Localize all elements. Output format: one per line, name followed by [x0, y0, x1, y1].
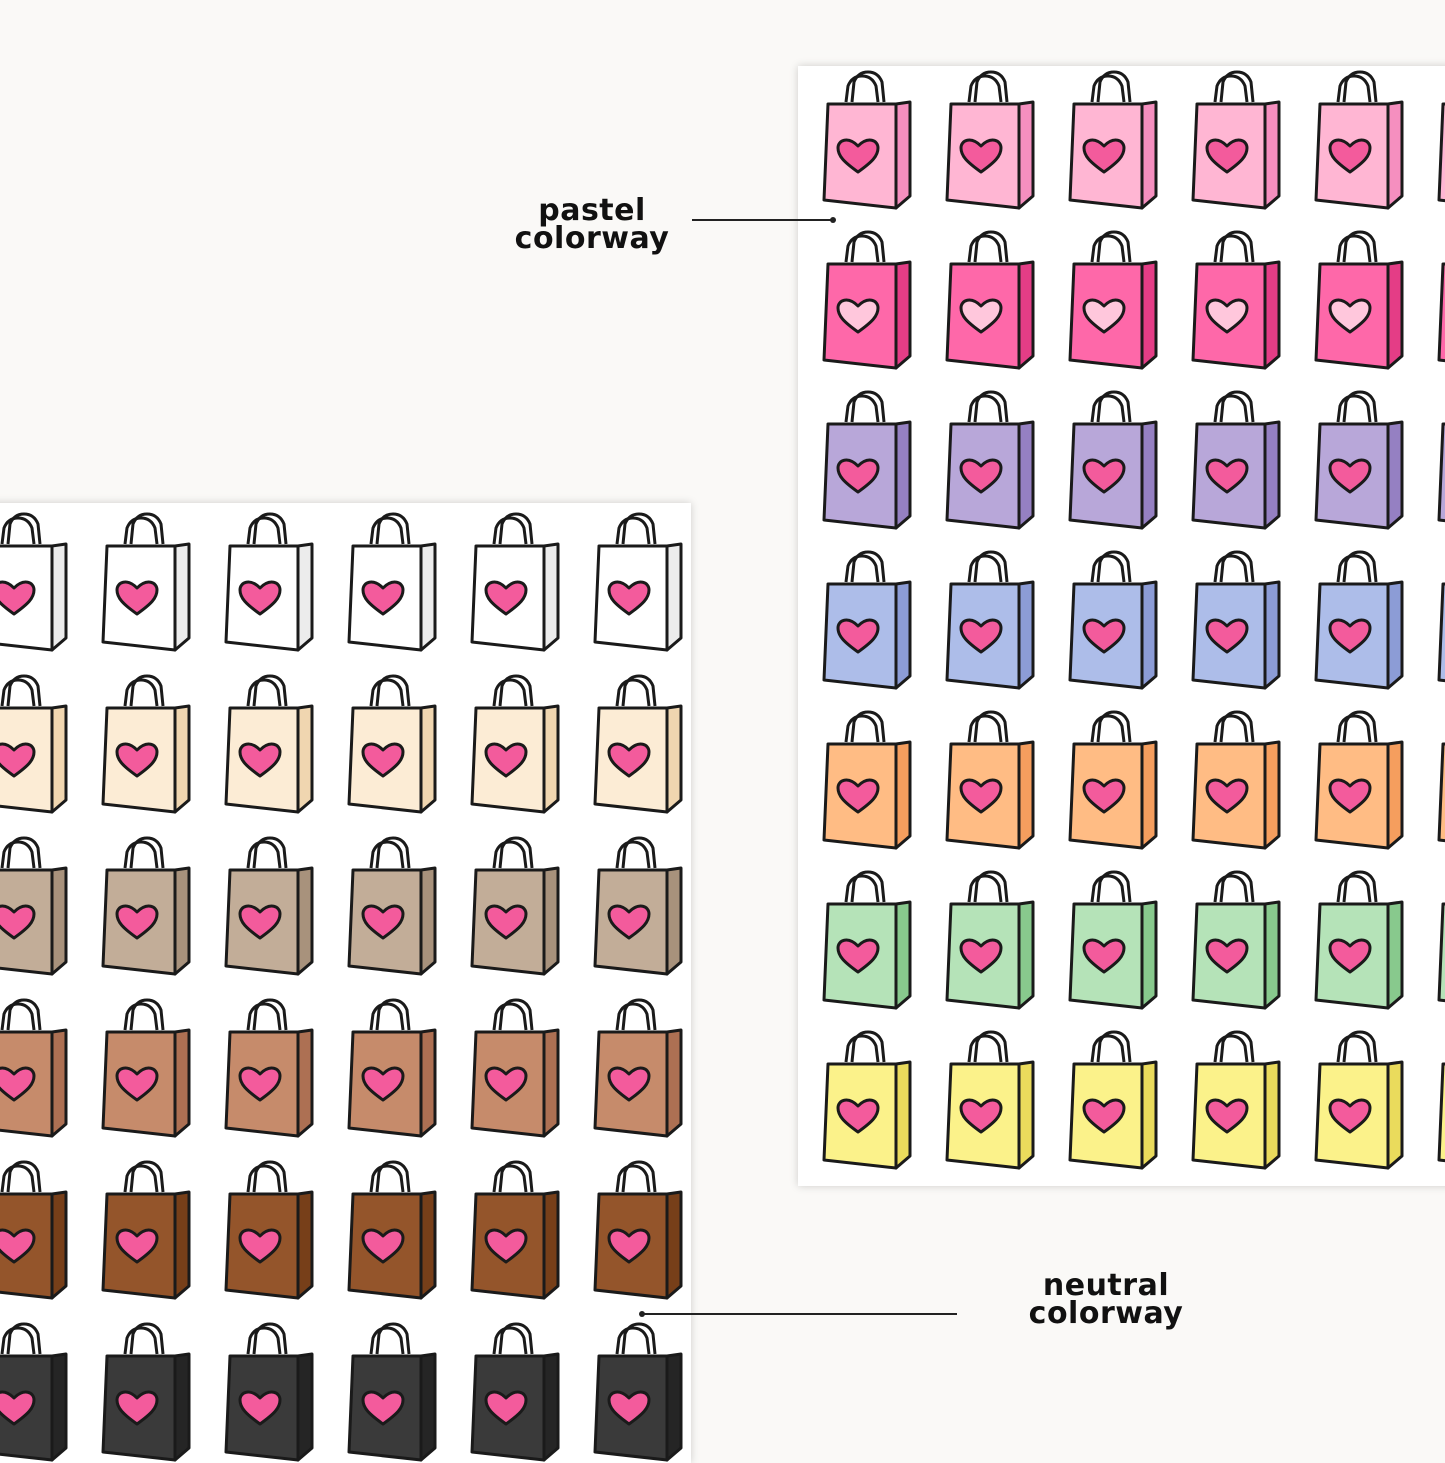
pastel-leader-line: [692, 219, 832, 221]
neutral-tan-bag-icon: [341, 996, 445, 1142]
neutral-black-bag-icon: [341, 1320, 445, 1463]
neutral-colorway-label: neutral colorway: [1020, 1268, 1192, 1331]
pastel-peach-bag-icon: [939, 708, 1043, 854]
pastel-light-pink-bag-icon: [1308, 68, 1412, 214]
pastel-periwinkle-bag-icon: [1062, 548, 1166, 694]
neutral-brown-bag-icon: [218, 1158, 322, 1304]
pastel-lemon-bag-icon: [816, 1028, 920, 1174]
neutral-white-bag-icon: [464, 510, 568, 656]
neutral-leader-dot: [639, 1311, 645, 1317]
neutral-cream-bag-icon: [464, 672, 568, 818]
pastel-lemon-bag-icon: [1185, 1028, 1289, 1174]
pastel-lemon-bag-icon: [1431, 1028, 1445, 1174]
neutral-tan-bag-icon: [0, 996, 76, 1142]
neutral-brown-bag-icon: [464, 1158, 568, 1304]
neutral-leader-line: [643, 1313, 957, 1315]
pastel-light-pink-bag-icon: [1062, 68, 1166, 214]
neutral-black-bag-icon: [95, 1320, 199, 1463]
neutral-black-bag-icon: [218, 1320, 322, 1463]
pastel-periwinkle-bag-icon: [816, 548, 920, 694]
neutral-white-bag-icon: [587, 510, 691, 656]
pastel-mint-bag-icon: [816, 868, 920, 1014]
pastel-hot-pink-bag-icon: [1431, 228, 1445, 374]
pastel-light-pink-bag-icon: [939, 68, 1043, 214]
pastel-periwinkle-bag-icon: [1431, 548, 1445, 694]
neutral-cream-bag-icon: [218, 672, 322, 818]
neutral-cream-bag-icon: [587, 672, 691, 818]
neutral-black-bag-icon: [464, 1320, 568, 1463]
neutral-white-bag-icon: [0, 510, 76, 656]
pastel-periwinkle-bag-icon: [1185, 548, 1289, 694]
neutral-cream-bag-icon: [95, 672, 199, 818]
neutral-label-line2: colorway: [1028, 1296, 1184, 1331]
pastel-mint-bag-icon: [1062, 868, 1166, 1014]
pastel-peach-bag-icon: [816, 708, 920, 854]
neutral-label-line1: neutral: [1042, 1268, 1170, 1303]
neutral-cream-bag-icon: [0, 672, 76, 818]
pastel-periwinkle-bag-icon: [939, 548, 1043, 694]
pastel-lemon-bag-icon: [1308, 1028, 1412, 1174]
pastel-mint-bag-icon: [1308, 868, 1412, 1014]
pastel-peach-bag-icon: [1062, 708, 1166, 854]
pastel-hot-pink-bag-icon: [1308, 228, 1412, 374]
pastel-sticker-sheet: [798, 66, 1445, 1186]
pastel-label-line1: pastel: [538, 193, 646, 228]
neutral-white-bag-icon: [218, 510, 322, 656]
pastel-lavender-bag-icon: [939, 388, 1043, 534]
pastel-peach-bag-icon: [1185, 708, 1289, 854]
neutral-taupe-bag-icon: [0, 834, 76, 980]
neutral-taupe-bag-icon: [95, 834, 199, 980]
neutral-taupe-bag-icon: [587, 834, 691, 980]
neutral-brown-bag-icon: [587, 1158, 691, 1304]
pastel-peach-bag-icon: [1308, 708, 1412, 854]
pastel-lavender-bag-icon: [1062, 388, 1166, 534]
pastel-label-line2: colorway: [514, 221, 670, 256]
neutral-white-bag-icon: [341, 510, 445, 656]
neutral-taupe-bag-icon: [341, 834, 445, 980]
pastel-colorway-label: pastel colorway: [512, 193, 672, 256]
neutral-tan-bag-icon: [218, 996, 322, 1142]
neutral-sticker-sheet: [0, 503, 691, 1463]
pastel-light-pink-bag-icon: [1431, 68, 1445, 214]
pastel-lavender-bag-icon: [816, 388, 920, 534]
neutral-white-bag-icon: [95, 510, 199, 656]
neutral-taupe-bag-icon: [464, 834, 568, 980]
pastel-mint-bag-icon: [1185, 868, 1289, 1014]
neutral-taupe-bag-icon: [218, 834, 322, 980]
neutral-black-bag-icon: [587, 1320, 691, 1463]
neutral-tan-bag-icon: [95, 996, 199, 1142]
neutral-brown-bag-icon: [341, 1158, 445, 1304]
pastel-light-pink-bag-icon: [816, 68, 920, 214]
neutral-cream-bag-icon: [341, 672, 445, 818]
pastel-periwinkle-bag-icon: [1308, 548, 1412, 694]
neutral-brown-bag-icon: [0, 1158, 76, 1304]
pastel-lemon-bag-icon: [1062, 1028, 1166, 1174]
pastel-leader-dot: [830, 217, 836, 223]
pastel-hot-pink-bag-icon: [939, 228, 1043, 374]
pastel-peach-bag-icon: [1431, 708, 1445, 854]
pastel-light-pink-bag-icon: [1185, 68, 1289, 214]
pastel-hot-pink-bag-icon: [1062, 228, 1166, 374]
pastel-lavender-bag-icon: [1431, 388, 1445, 534]
neutral-brown-bag-icon: [95, 1158, 199, 1304]
neutral-tan-bag-icon: [464, 996, 568, 1142]
pastel-lemon-bag-icon: [939, 1028, 1043, 1174]
pastel-mint-bag-icon: [939, 868, 1043, 1014]
pastel-hot-pink-bag-icon: [816, 228, 920, 374]
neutral-black-bag-icon: [0, 1320, 76, 1463]
pastel-lavender-bag-icon: [1308, 388, 1412, 534]
pastel-hot-pink-bag-icon: [1185, 228, 1289, 374]
pastel-lavender-bag-icon: [1185, 388, 1289, 534]
pastel-mint-bag-icon: [1431, 868, 1445, 1014]
neutral-tan-bag-icon: [587, 996, 691, 1142]
